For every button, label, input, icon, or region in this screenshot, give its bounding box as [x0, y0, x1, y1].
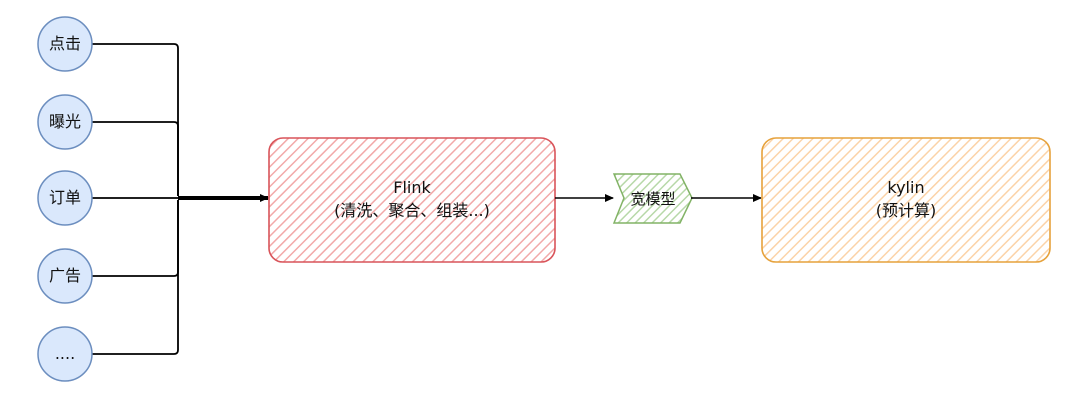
wide-model-node[interactable]: 宽模型: [612, 173, 693, 224]
flink-subtitle: (清洗、聚合、组装...): [334, 201, 490, 220]
kylin-subtitle: (预计算): [876, 201, 937, 220]
flink-title: Flink: [393, 178, 431, 197]
connector-ads: [92, 200, 179, 277]
source-node-more[interactable]: ....: [37, 326, 93, 382]
source-nodes: 点击 曝光 订单 广告 ....: [37, 16, 93, 382]
source-label-ads: 广告: [49, 266, 81, 285]
kylin-title: kylin: [887, 178, 924, 197]
wide-model-label: 宽模型: [630, 190, 675, 208]
connector-click: [92, 43, 179, 196]
connector-more: [92, 200, 179, 355]
source-node-ads[interactable]: 广告: [37, 248, 93, 304]
flink-node[interactable]: Flink (清洗、聚合、组装...): [268, 137, 556, 263]
source-node-order[interactable]: 订单: [37, 170, 93, 226]
source-label-order: 订单: [49, 188, 81, 207]
source-label-exposure: 曝光: [49, 112, 81, 131]
source-connectors: [92, 43, 179, 355]
source-label-more: ....: [55, 344, 75, 363]
source-label-click: 点击: [49, 34, 81, 53]
connector-exposure: [92, 121, 179, 196]
source-node-exposure[interactable]: 曝光: [37, 94, 93, 150]
kylin-node[interactable]: kylin (预计算): [761, 137, 1051, 263]
source-node-click[interactable]: 点击: [37, 16, 93, 72]
